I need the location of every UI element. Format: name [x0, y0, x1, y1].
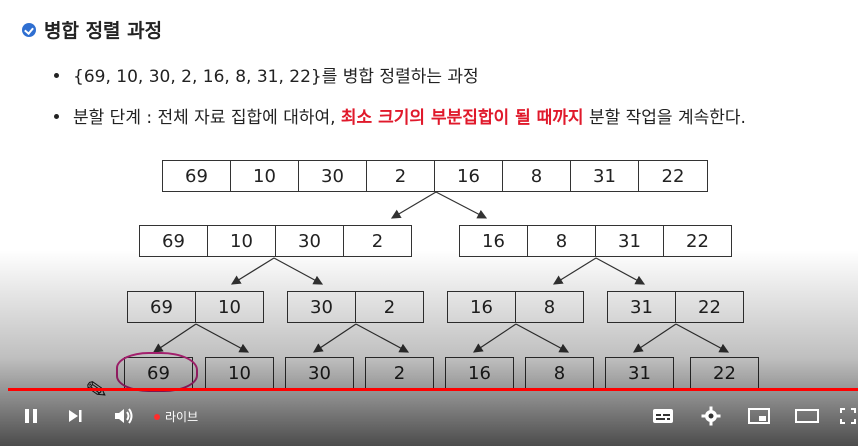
- array-cell: 8: [528, 225, 596, 257]
- array-cell: 31: [605, 357, 674, 389]
- bullet-2-highlight: 최소 크기의 부분집합이 될 때까지: [340, 108, 584, 128]
- array-cell: 31: [596, 225, 664, 257]
- array-cell: 10: [196, 291, 264, 323]
- arrow: [552, 257, 597, 285]
- bullet-2-suffix: 분할 작업을 계속한다.: [583, 108, 746, 128]
- array-cell: 30: [276, 225, 344, 257]
- arrow: [435, 191, 488, 219]
- array-level-3-b: 10: [205, 357, 274, 389]
- array-cell: 16: [445, 357, 514, 389]
- arrow: [230, 257, 275, 285]
- bullet-1: {69, 10, 30, 2, 16, 8, 31, 22}를 병합 정렬하는 …: [54, 62, 479, 87]
- volume-icon[interactable]: [110, 402, 138, 430]
- bullet-2: 분할 단계 : 전체 자료 집합에 대하여, 최소 크기의 부분집합이 될 때까…: [54, 103, 746, 128]
- slide-title-text: 병합 정렬 과정: [44, 20, 163, 42]
- fullscreen-icon[interactable]: [838, 402, 858, 430]
- array-level-3-f: 8: [525, 357, 594, 389]
- array-cell: 16: [435, 160, 503, 192]
- arrow: [595, 257, 646, 285]
- slide-title: 병합 정렬 과정: [22, 16, 162, 43]
- array-cell: 8: [516, 291, 584, 323]
- progress-bar[interactable]: [8, 388, 858, 391]
- arrow: [675, 323, 730, 353]
- live-indicator: 라이브: [154, 408, 198, 425]
- array-cell: 10: [208, 225, 276, 257]
- arrow: [473, 323, 517, 353]
- array-level-0: 69 10 30 2 16 8 31 22: [162, 160, 708, 192]
- pause-icon[interactable]: [18, 402, 44, 430]
- array-level-3-h: 22: [690, 357, 759, 389]
- next-icon[interactable]: [62, 402, 88, 430]
- array-cell: 31: [607, 291, 676, 323]
- arrow: [633, 323, 677, 353]
- array-cell: 2: [367, 160, 435, 192]
- array-cell: 2: [344, 225, 412, 257]
- annotation-circle: [116, 352, 198, 392]
- arrow: [273, 257, 324, 285]
- array-cell: 30: [287, 291, 356, 323]
- arrow: [355, 323, 410, 353]
- array-cell: 30: [299, 160, 367, 192]
- arrow: [515, 323, 570, 353]
- array-cell: 31: [571, 160, 639, 192]
- arrow: [153, 323, 197, 353]
- check-circle-icon: [22, 22, 36, 37]
- arrow: [313, 323, 357, 353]
- array-level-3-e: 16: [445, 357, 514, 389]
- array-cell: 8: [525, 357, 594, 389]
- array-level-3-c: 30: [285, 357, 354, 389]
- array-level-1-right: 16 8 31 22: [459, 225, 732, 257]
- array-cell: 30: [285, 357, 354, 389]
- player-controls: 라이브: [0, 396, 858, 436]
- array-cell: 22: [664, 225, 732, 257]
- bullet-1-text: {69, 10, 30, 2, 16, 8, 31, 22}를 병합 정렬하는 …: [73, 67, 479, 87]
- array-cell: 16: [459, 225, 528, 257]
- live-label: 라이브: [165, 410, 199, 424]
- array-cell: 69: [162, 160, 231, 192]
- subtitles-icon[interactable]: [648, 402, 678, 430]
- array-cell: 69: [139, 225, 208, 257]
- bullet-2-prefix: 분할 단계 : 전체 자료 집합에 대하여,: [73, 108, 341, 128]
- array-cell: 22: [639, 160, 708, 192]
- arrow: [195, 323, 250, 353]
- theater-icon[interactable]: [792, 402, 822, 430]
- array-level-3-d: 2: [365, 357, 434, 389]
- array-level-2-b: 30 2: [287, 291, 424, 323]
- array-cell: 8: [503, 160, 571, 192]
- miniplayer-icon[interactable]: [744, 402, 774, 430]
- bullet-dot-icon: [54, 113, 59, 119]
- array-cell: 22: [676, 291, 744, 323]
- array-level-2-d: 31 22: [607, 291, 744, 323]
- array-cell: 10: [231, 160, 299, 192]
- arrow: [390, 191, 437, 219]
- array-level-2-a: 69 10: [127, 291, 264, 323]
- array-cell: 16: [447, 291, 516, 323]
- array-cell: 2: [356, 291, 424, 323]
- live-dot-icon: [154, 413, 160, 420]
- array-cell: 22: [690, 357, 759, 389]
- bullet-dot-icon: [54, 72, 59, 78]
- array-level-2-c: 16 8: [447, 291, 584, 323]
- array-cell: 2: [365, 357, 434, 389]
- settings-icon[interactable]: [696, 402, 726, 430]
- array-level-1-left: 69 10 30 2: [139, 225, 412, 257]
- array-cell: 10: [205, 357, 274, 389]
- array-level-3-g: 31: [605, 357, 674, 389]
- array-cell: 69: [127, 291, 196, 323]
